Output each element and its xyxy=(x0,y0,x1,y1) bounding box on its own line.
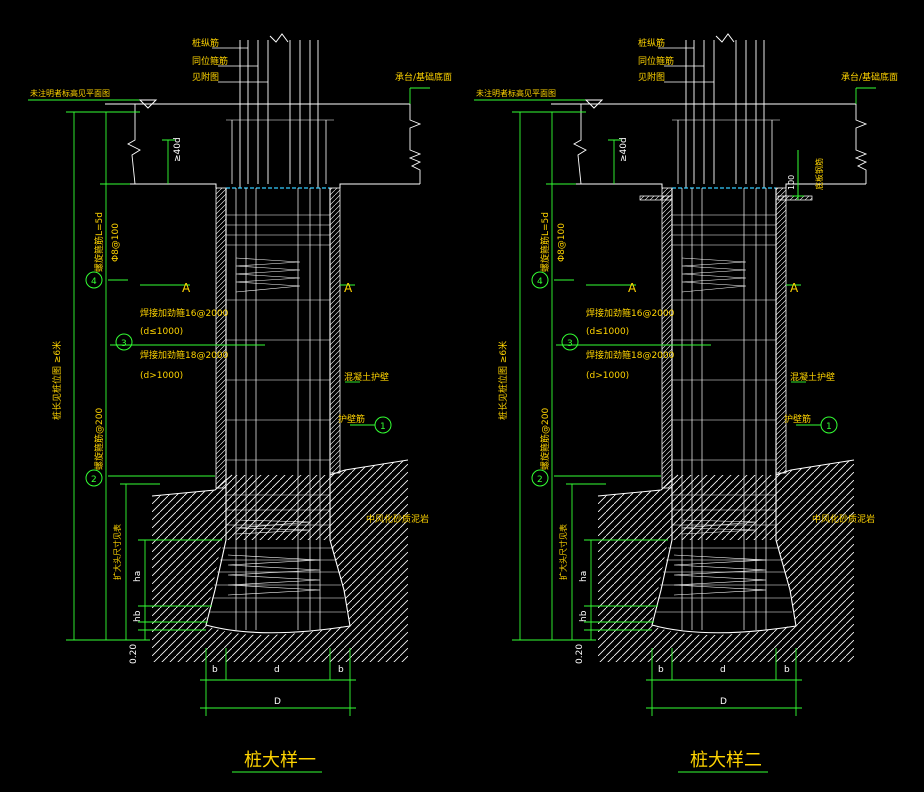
label-wall: 混凝土护壁 xyxy=(344,371,389,383)
label-wall: 混凝土护壁 xyxy=(790,371,835,383)
section-a-left: A xyxy=(182,281,191,295)
dim-b-right: b xyxy=(784,665,790,675)
label-rock: 中风化砂质泥岩 xyxy=(366,513,429,525)
circle-1: 1 xyxy=(380,422,386,432)
label-bar-main: 桩纵筋 xyxy=(638,37,665,49)
dim-b-right: b xyxy=(338,665,344,675)
label-cover: 100 xyxy=(787,175,796,190)
cap-cover-2 xyxy=(639,195,813,201)
labels-detail-1: 桩纵筋 同位箍筋 见附图 承台/基础底面 未注明者标高见平面图 ≥40d 螺旋箍… xyxy=(30,37,452,771)
label-wall-bar: 护壁筋 xyxy=(338,413,365,425)
dim-ha: ha xyxy=(133,571,143,582)
pile-detail-2 xyxy=(473,33,877,773)
dim-hc: 0.20 xyxy=(129,644,139,664)
circle-2: 2 xyxy=(537,475,543,485)
label-ground: 未注明者标高见平面图 xyxy=(476,88,556,98)
label-pile-len: 桩长见桩位图 ≥6米 xyxy=(497,341,509,420)
circle-1: 1 xyxy=(826,422,832,432)
label-ring1b: (d≤1000) xyxy=(140,327,183,337)
circle-2: 2 xyxy=(91,475,97,485)
section-a-right: A xyxy=(344,281,353,295)
label-ring2b: (d>1000) xyxy=(586,371,629,381)
circle-3: 3 xyxy=(567,339,573,349)
label-ring1b: (d≤1000) xyxy=(586,327,629,337)
label-cap-note: 承台/基础底面 xyxy=(395,71,452,83)
label-spiral: 螺旋箍筋L=5d xyxy=(93,212,105,272)
circle-4: 4 xyxy=(91,277,97,287)
label-anchor: ≥40d xyxy=(173,137,183,162)
label-spiral-spec: Φ8@100 xyxy=(557,223,567,262)
label-bar-tie: 同位箍筋 xyxy=(638,55,674,67)
section-a-right: A xyxy=(790,281,799,295)
pile-detail-1 xyxy=(27,33,431,773)
title-detail-2: 桩大样二 xyxy=(690,750,762,771)
dim-ha: ha xyxy=(579,571,589,582)
label-bar-cap: 见附图 xyxy=(192,71,219,83)
circle-3: 3 xyxy=(121,339,127,349)
label-spiral-spec: Φ8@100 xyxy=(111,223,121,262)
label-ring2b: (d>1000) xyxy=(140,371,183,381)
label-rock: 中风化砂质泥岩 xyxy=(812,513,875,525)
label-spiral: 螺旋箍筋L=5d xyxy=(539,212,551,272)
label-ring1: 焊接加劲箍16@2000 xyxy=(140,307,229,319)
dim-D: D xyxy=(274,697,281,707)
label-ring2: 焊接加劲箍18@2000 xyxy=(586,349,675,361)
label-stir: 螺旋箍筋@200 xyxy=(93,408,105,470)
label-stir: 螺旋箍筋@200 xyxy=(539,408,551,470)
dim-d: d xyxy=(274,665,280,675)
cover-dim-2 xyxy=(792,150,804,200)
dim-b-left: b xyxy=(658,665,664,675)
label-wall-bar: 护壁筋 xyxy=(784,413,811,425)
label-bar-tie: 同位箍筋 xyxy=(192,55,228,67)
dim-hb: hb xyxy=(579,610,589,622)
section-a-left: A xyxy=(628,281,637,295)
label-bell-note: 扩大头尺寸见表 xyxy=(558,524,568,580)
labels-detail-2: 桩纵筋 同位箍筋 见附图 承台/基础底面 未注明者标高见平面图 ≥40d 100… xyxy=(476,37,898,771)
label-anchor: ≥40d xyxy=(619,137,629,162)
dim-b-left: b xyxy=(212,665,218,675)
label-ring1: 焊接加劲箍16@2000 xyxy=(586,307,675,319)
dim-d: d xyxy=(720,665,726,675)
label-bar-main: 桩纵筋 xyxy=(192,37,219,49)
dim-hb: hb xyxy=(133,610,143,622)
label-cap-note: 承台/基础底面 xyxy=(841,71,898,83)
circle-4: 4 xyxy=(537,277,543,287)
label-pile-len: 桩长见桩位图 ≥6米 xyxy=(51,341,63,420)
dim-hc: 0.20 xyxy=(575,644,585,664)
title-detail-1: 桩大样一 xyxy=(244,750,316,771)
dim-D: D xyxy=(720,697,727,707)
label-ring2: 焊接加劲箍18@2000 xyxy=(140,349,229,361)
label-cap-bar: 底板钢筋 xyxy=(814,158,824,190)
label-ground: 未注明者标高见平面图 xyxy=(30,88,110,98)
label-bell-note: 扩大头尺寸见表 xyxy=(112,524,122,580)
label-bar-cap: 见附图 xyxy=(638,71,665,83)
